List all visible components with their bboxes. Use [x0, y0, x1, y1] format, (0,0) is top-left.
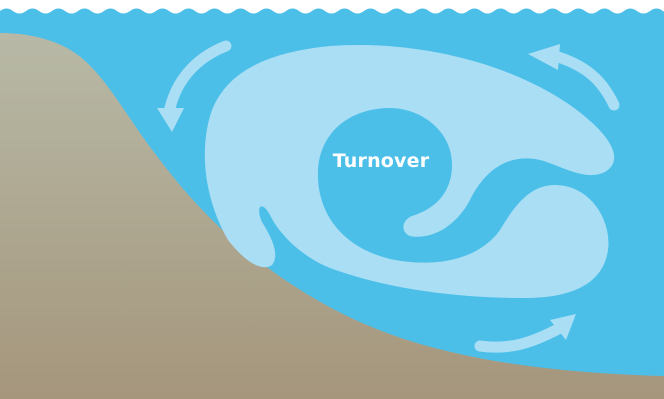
water-surface — [0, 0, 664, 14]
turnover-label: Turnover — [333, 150, 430, 172]
